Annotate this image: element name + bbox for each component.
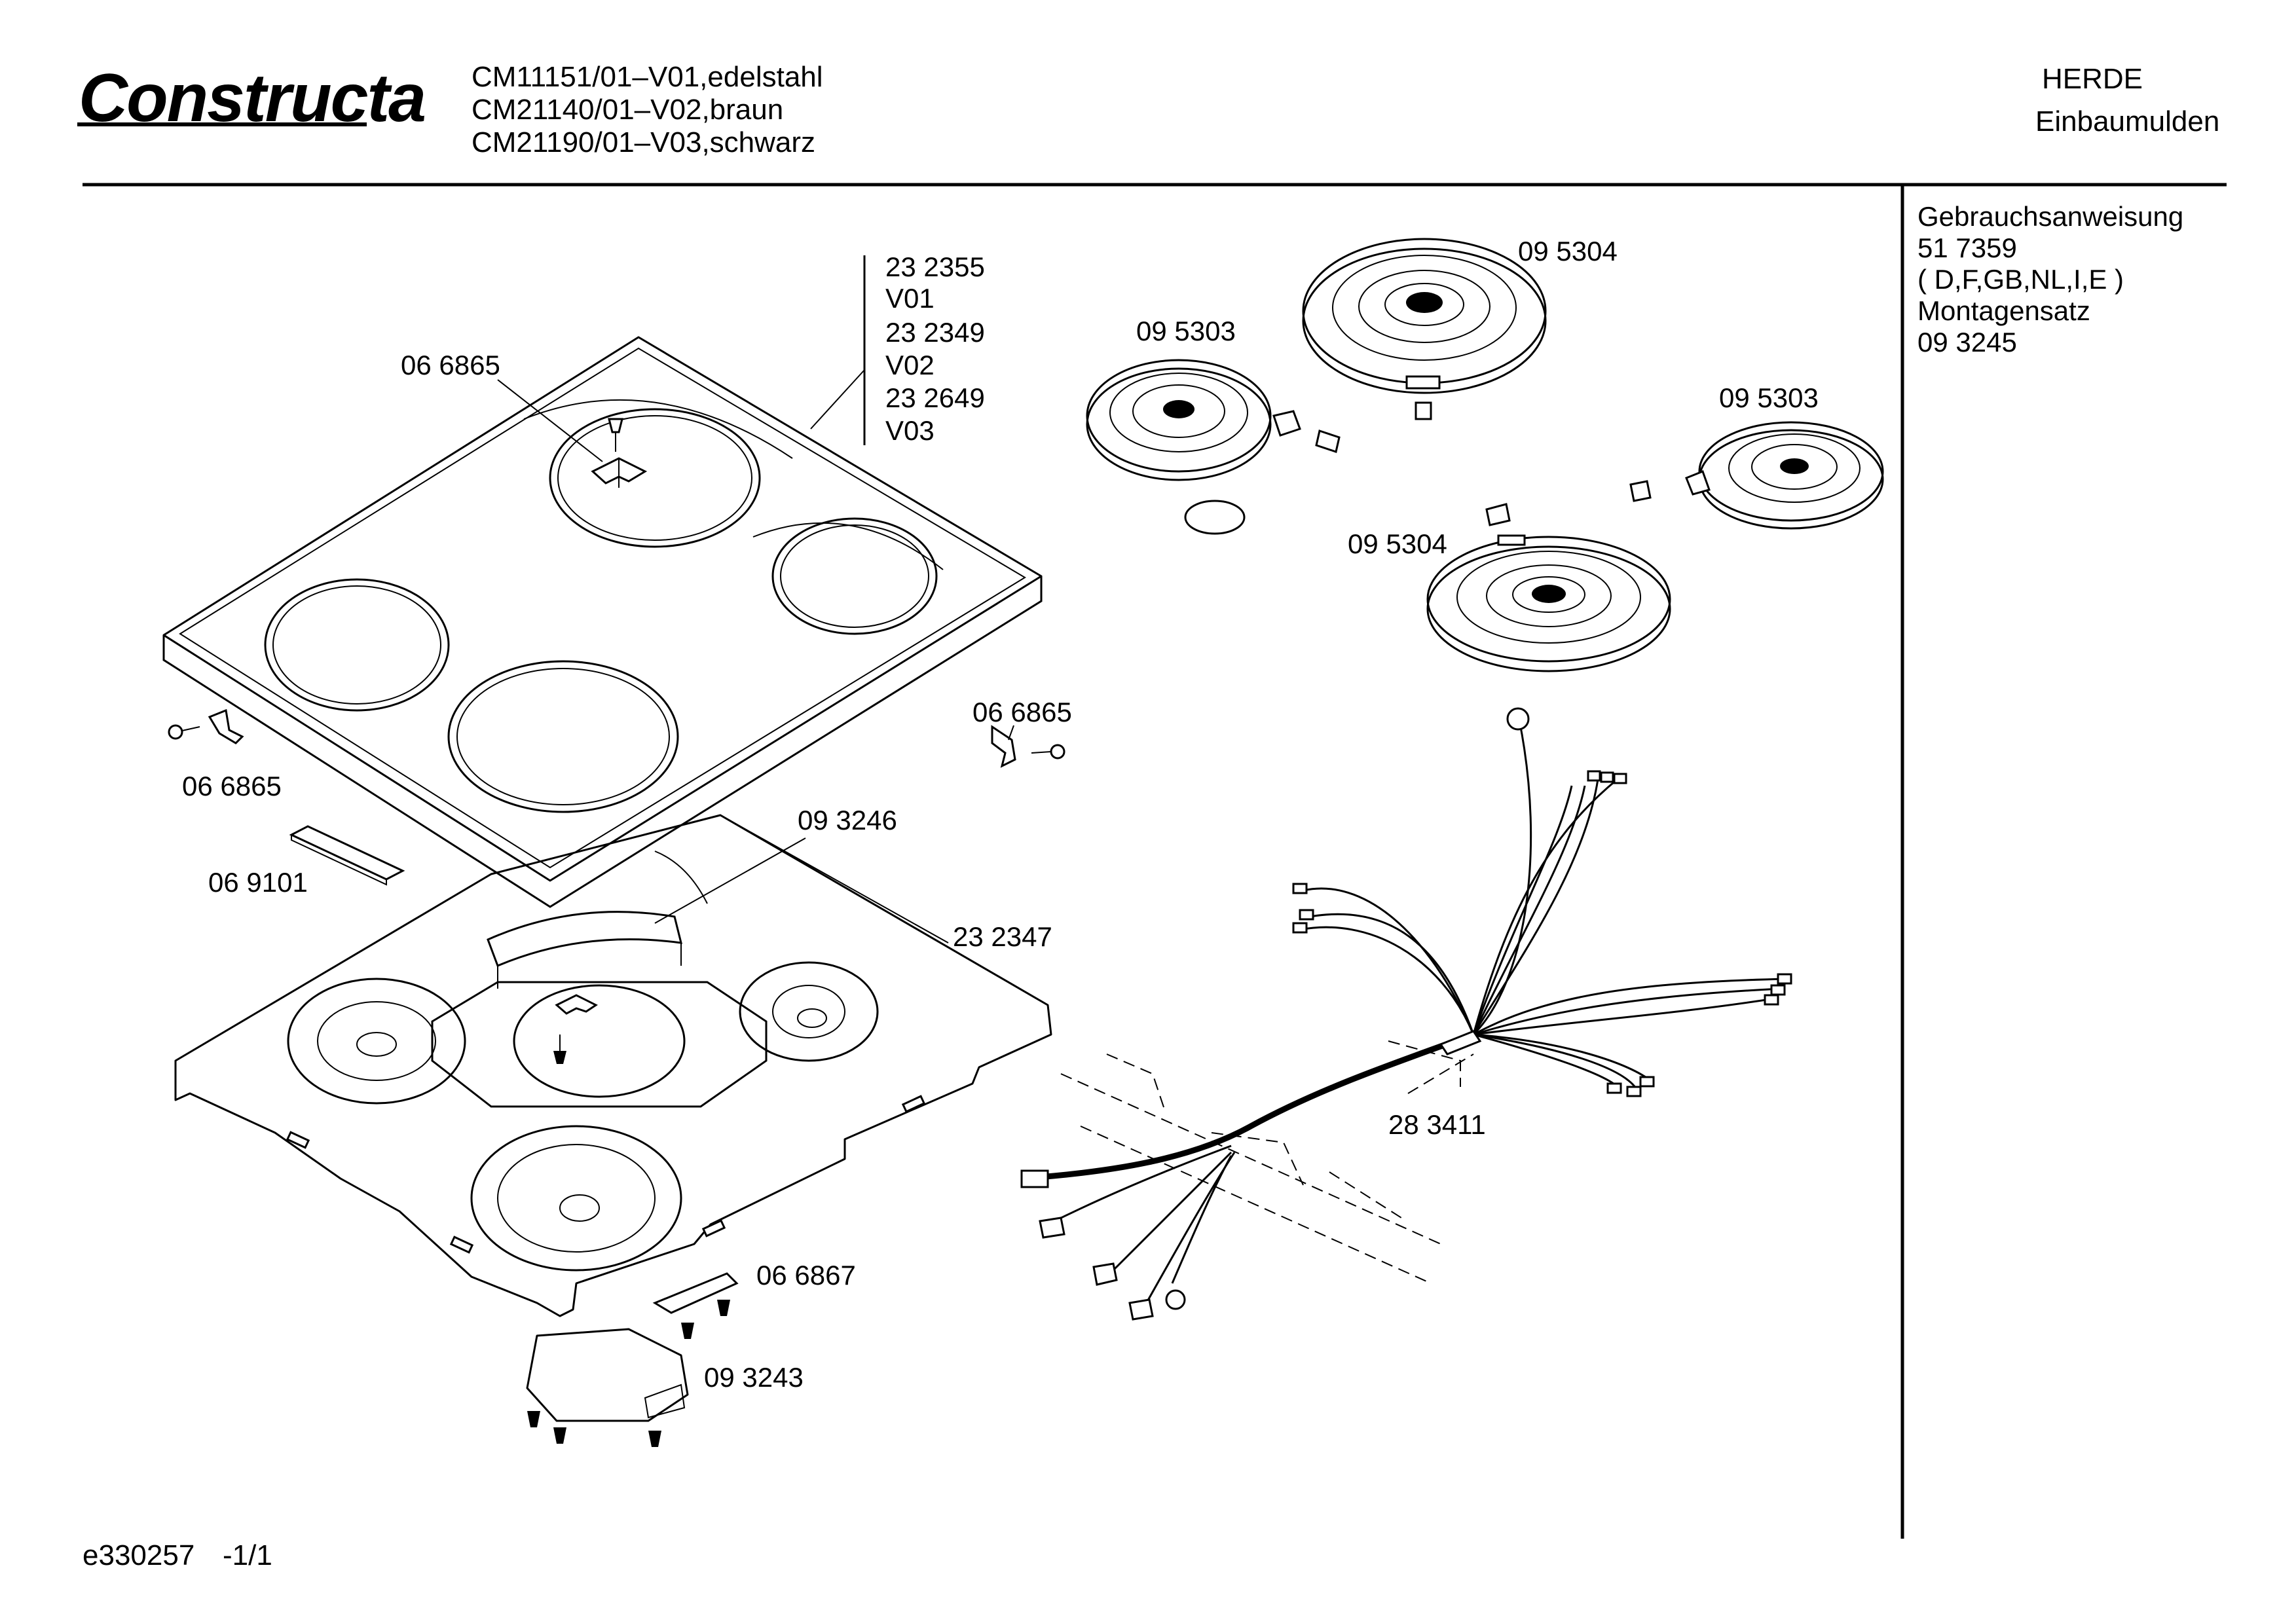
subcategory-label: Einbaumulden	[2035, 105, 2219, 137]
model-line-3: CM21190/01–V03,schwarz	[472, 126, 815, 158]
cover-plate	[526, 1328, 689, 1447]
category-label: HERDE	[2042, 63, 2143, 95]
base-housing-tray	[174, 814, 1052, 1317]
variant-label-6: V03	[885, 415, 935, 446]
hotplate-large-front	[1426, 534, 1671, 672]
leader-cover	[654, 837, 806, 924]
retaining-clip-top	[591, 418, 648, 488]
hotplate-large-back	[1302, 238, 1547, 420]
seal-strip	[289, 825, 405, 886]
leader-glass-top	[810, 369, 865, 430]
terminal-cover	[487, 911, 682, 989]
part-label-hotplate-small-left: 09 5303	[1136, 316, 1236, 346]
variant-label-3: 23 2349	[885, 317, 985, 348]
side-info-line-2: 51 7359	[1917, 232, 2017, 263]
side-info-line-4: Montagensatz	[1917, 295, 2090, 326]
part-label-hotplate-small-right: 09 5303	[1719, 382, 1819, 413]
cable-harness	[1020, 707, 1792, 1321]
part-label-housing: 23 2347	[953, 921, 1052, 952]
variant-label-1: 23 2355	[885, 251, 985, 282]
document-id: e330257	[83, 1539, 194, 1571]
part-label-bracket: 06 6867	[756, 1260, 856, 1291]
variant-label-4: V02	[885, 350, 935, 380]
variant-label-5: 23 2649	[885, 382, 985, 413]
retaining-clip-left	[168, 708, 244, 744]
part-label-clip-right: 06 6865	[972, 697, 1072, 727]
part-label-strip: 06 9101	[208, 867, 308, 898]
part-label-clip-left: 06 6865	[182, 771, 282, 801]
retaining-clip-right	[991, 725, 1065, 768]
variant-label-2: V01	[885, 283, 935, 314]
part-label-hotplate-back: 09 5304	[1518, 236, 1618, 266]
part-label-cable-harness: 28 3411	[1388, 1109, 1486, 1140]
leader-clip-right	[1008, 725, 1014, 741]
model-line-1: CM11151/01–V01,edelstahl	[472, 61, 823, 93]
leader-housing	[720, 815, 949, 943]
part-label-plate: 09 3243	[704, 1362, 804, 1393]
hotplate-small-right	[1485, 421, 1884, 530]
part-label-hotplate-front: 09 5304	[1348, 528, 1447, 559]
glass-ceramic-top	[162, 336, 1043, 908]
model-line-2: CM21140/01–V02,braun	[472, 94, 783, 126]
part-label-clip-top: 06 6865	[401, 350, 500, 380]
hotplate-small-left	[1086, 359, 1341, 535]
mounting-bracket	[652, 1272, 739, 1339]
side-info-line-5: 09 3245	[1917, 327, 2017, 357]
side-info-line-1: Gebrauchsanweisung	[1917, 201, 2183, 232]
leader-clip-top	[497, 379, 603, 462]
side-info-line-3: ( D,F,GB,NL,I,E )	[1917, 264, 2124, 295]
part-label-cover: 09 3246	[798, 805, 897, 835]
page-indicator: -1/1	[223, 1539, 272, 1571]
